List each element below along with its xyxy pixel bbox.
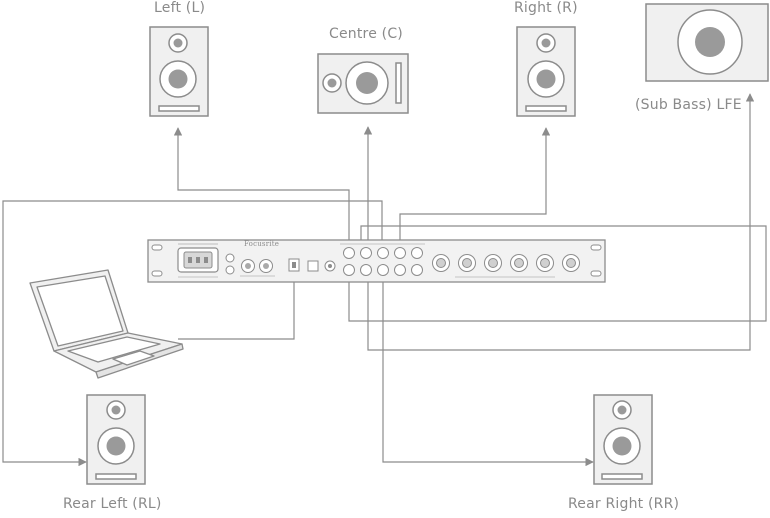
label-right: Right (R) <box>514 0 578 16</box>
speaker-left-icon <box>149 26 209 117</box>
cable-usb <box>178 266 295 340</box>
label-rear-right: Rear Right (RR) <box>568 496 680 512</box>
cables <box>2 93 767 467</box>
cable-rear-left <box>2 200 383 467</box>
cable-lfe <box>367 93 755 351</box>
speaker-centre-icon <box>317 53 409 114</box>
speaker-rear-left-icon <box>86 394 146 485</box>
device-brand: Focusrite <box>244 240 280 248</box>
cable-rear-right <box>382 278 594 467</box>
label-left: Left (L) <box>154 0 206 16</box>
audio-interface-icon <box>147 239 606 283</box>
speaker-rear-right-icon <box>593 394 653 485</box>
label-lfe: (Sub Bass) LFE <box>635 97 742 113</box>
laptop-icon <box>29 269 184 379</box>
cable-right <box>399 127 551 246</box>
label-centre: Centre (C) <box>329 26 403 42</box>
subwoofer-icon <box>645 3 769 82</box>
cable-loop <box>348 225 767 322</box>
speaker-right-icon <box>516 26 576 117</box>
label-rear-left: Rear Left (RL) <box>63 496 162 512</box>
cable-left <box>173 127 350 246</box>
